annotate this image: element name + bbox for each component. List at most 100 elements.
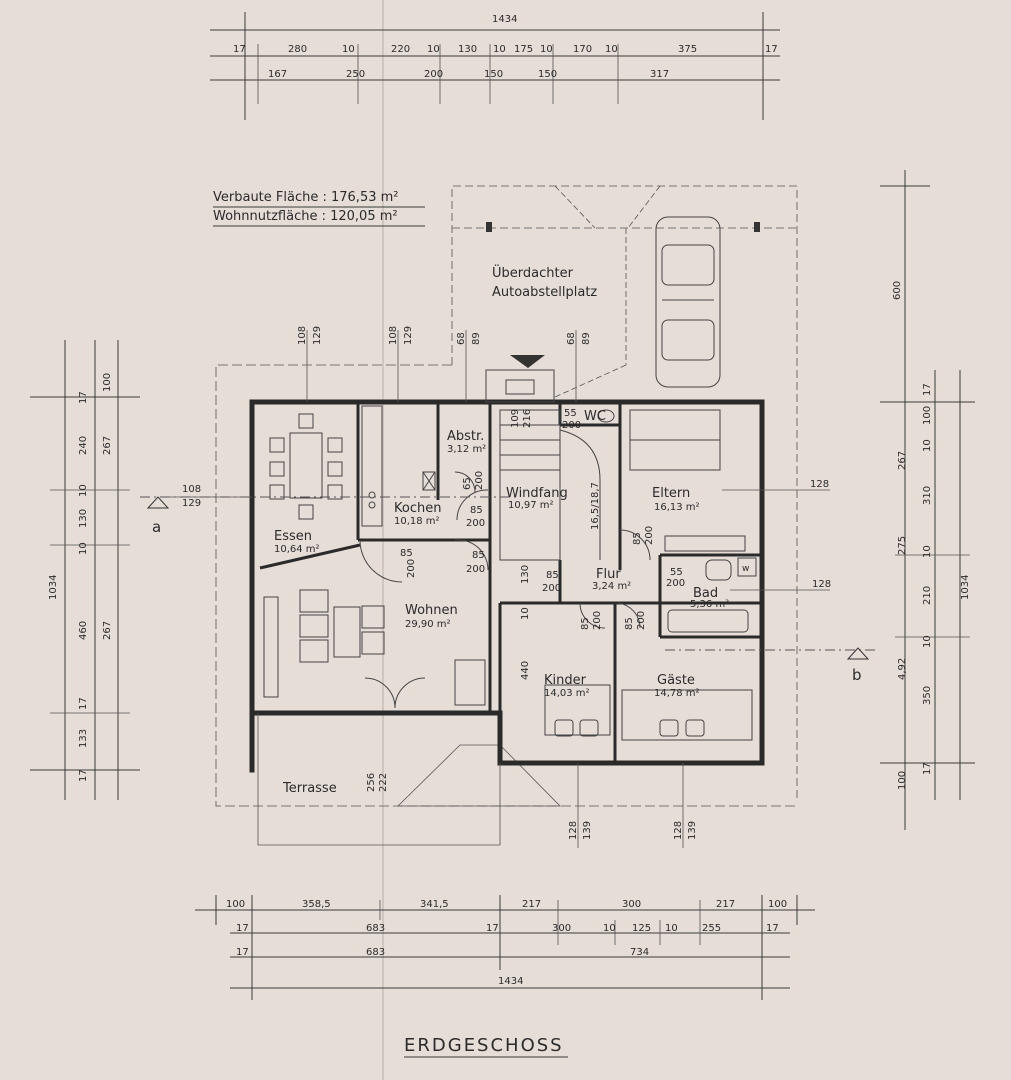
- window-height: 108: [182, 484, 201, 495]
- room-area-kinder: 14,03 m²: [544, 688, 590, 699]
- misc-dim: 10: [520, 607, 531, 620]
- doors: [359, 471, 651, 709]
- left-inner-dim: 267: [102, 436, 113, 455]
- window-height: 128: [812, 579, 831, 590]
- right-dim: 17: [922, 762, 933, 775]
- room-name-eltern: Eltern: [652, 486, 690, 501]
- terrace-outline: [257, 713, 501, 846]
- window-height: 89: [581, 332, 592, 345]
- top-dim-row2: 250: [346, 69, 365, 80]
- left-dim: 100: [102, 373, 113, 392]
- door-dim: 85: [624, 617, 635, 630]
- door-dim: 200: [644, 526, 655, 545]
- room-area-bad: 5,36 m²: [690, 599, 729, 610]
- right-total-dim: 1034: [960, 575, 971, 600]
- left-dim: 460: [78, 621, 89, 640]
- left-total-dim: 1034: [48, 575, 59, 600]
- door-dimension-labels: 85 200 85 200 85 200 65 200 85 200 85 20…: [366, 408, 685, 792]
- drawing-title: ERDGESCHOSS: [404, 1035, 564, 1056]
- room-name-windfang: Windfang: [506, 486, 568, 501]
- room-area-eltern: 16,13 m²: [654, 502, 700, 513]
- window-height-labels: 108 129 108 129 68 89 68 89 108 129 128 …: [170, 326, 831, 848]
- door-dim: 85: [546, 570, 559, 581]
- right-inner-dim: 267: [897, 451, 908, 470]
- bottom-dim: 17: [236, 947, 249, 958]
- bottom-dim: 255: [702, 923, 721, 934]
- door-dim: 109: [510, 409, 521, 428]
- top-dim: 175: [514, 44, 533, 55]
- door-dim: 65: [462, 477, 473, 490]
- door-dim: 55: [564, 408, 577, 419]
- bottom-dim: 217: [716, 899, 735, 910]
- room-name-kochen: Kochen: [394, 501, 441, 516]
- right-dim: 10: [922, 545, 933, 558]
- door-dim: 200: [406, 559, 417, 578]
- room-name-terrasse: Terrasse: [282, 781, 337, 796]
- bottom-dim: 10: [665, 923, 678, 934]
- bottom-dim: 683: [366, 923, 385, 934]
- door-dim: 85: [472, 550, 485, 561]
- exterior-walls: [249, 399, 765, 773]
- window-height: 128: [673, 821, 684, 840]
- room-area-kochen: 10,18 m²: [394, 516, 440, 527]
- left-dim: 17: [78, 769, 89, 782]
- door-dim: 200: [466, 518, 485, 529]
- left-dim: 10: [78, 484, 89, 497]
- misc-dim: 256: [366, 773, 377, 792]
- top-dim-row2: 167: [268, 69, 287, 80]
- svg-text:w: w: [742, 564, 749, 574]
- top-dim: 17: [765, 44, 778, 55]
- window-height: 129: [312, 326, 323, 345]
- right-inner-dim: 275: [897, 536, 908, 555]
- bottom-dim: 100: [768, 899, 787, 910]
- top-dim: 280: [288, 44, 307, 55]
- bottom-dim: 17: [486, 923, 499, 934]
- bottom-dim: 100: [226, 899, 245, 910]
- door-dim: 85: [580, 617, 591, 630]
- built-area-label: Verbaute Fläche : 176,53 m²: [213, 190, 399, 205]
- door-dim: 130: [520, 565, 531, 584]
- door-dim: 200: [542, 583, 561, 594]
- room-area-essen: 10,64 m²: [274, 544, 320, 555]
- left-dimension-chain: 1034 100 17 240 10 130 10 460 17 133 17 …: [30, 340, 140, 800]
- bottom-dim: 217: [522, 899, 541, 910]
- room-name-flur: Flur: [596, 567, 621, 582]
- top-dim: 375: [678, 44, 697, 55]
- bottom-dim: 341,5: [420, 899, 449, 910]
- room-labels: Essen 10,64 m² Kochen 10,18 m² Abstr. 3,…: [274, 409, 729, 796]
- top-dim: 10: [540, 44, 553, 55]
- right-dim: 100: [897, 771, 908, 790]
- bottom-dim: 17: [236, 923, 249, 934]
- window-height: 108: [388, 326, 399, 345]
- top-dim: 17: [233, 44, 246, 55]
- top-dim-row2: 150: [538, 69, 557, 80]
- roof-gable: [397, 744, 561, 807]
- top-dim: 10: [342, 44, 355, 55]
- window-height: 68: [456, 332, 467, 345]
- room-name-wohnen: Wohnen: [405, 603, 458, 618]
- top-dim-row2: 150: [484, 69, 503, 80]
- room-area-flur: 3,24 m²: [592, 581, 631, 592]
- right-dim: 310: [922, 486, 933, 505]
- room-name-abstr: Abstr.: [447, 429, 484, 444]
- bottom-dim: 17: [766, 923, 779, 934]
- right-dim: 600: [892, 281, 903, 300]
- room-name-gaeste: Gäste: [657, 673, 695, 688]
- right-dim: 17: [922, 383, 933, 396]
- window-height: 128: [568, 821, 579, 840]
- right-dimension-chain: 1034 600 17 100 10 310 10 210 10 350 17 …: [880, 170, 975, 830]
- door-dim: 200: [666, 578, 685, 589]
- misc-dim: 440: [520, 661, 531, 680]
- window-height: 139: [582, 821, 593, 840]
- bottom-dim: 10: [603, 923, 616, 934]
- left-dim: 10: [78, 542, 89, 555]
- door-dim: 200: [466, 564, 485, 575]
- top-dim: 130: [458, 44, 477, 55]
- top-dim: 170: [573, 44, 592, 55]
- bottom-dimension-chain: 100 358,5 341,5 217 300 217 100 17 683 1…: [195, 895, 815, 1000]
- room-name-essen: Essen: [274, 529, 312, 544]
- bottom-dim: 683: [366, 947, 385, 958]
- carport-label-1: Überdachter: [492, 264, 574, 281]
- bottom-dim: 300: [622, 899, 641, 910]
- section-b-label: b: [852, 666, 862, 684]
